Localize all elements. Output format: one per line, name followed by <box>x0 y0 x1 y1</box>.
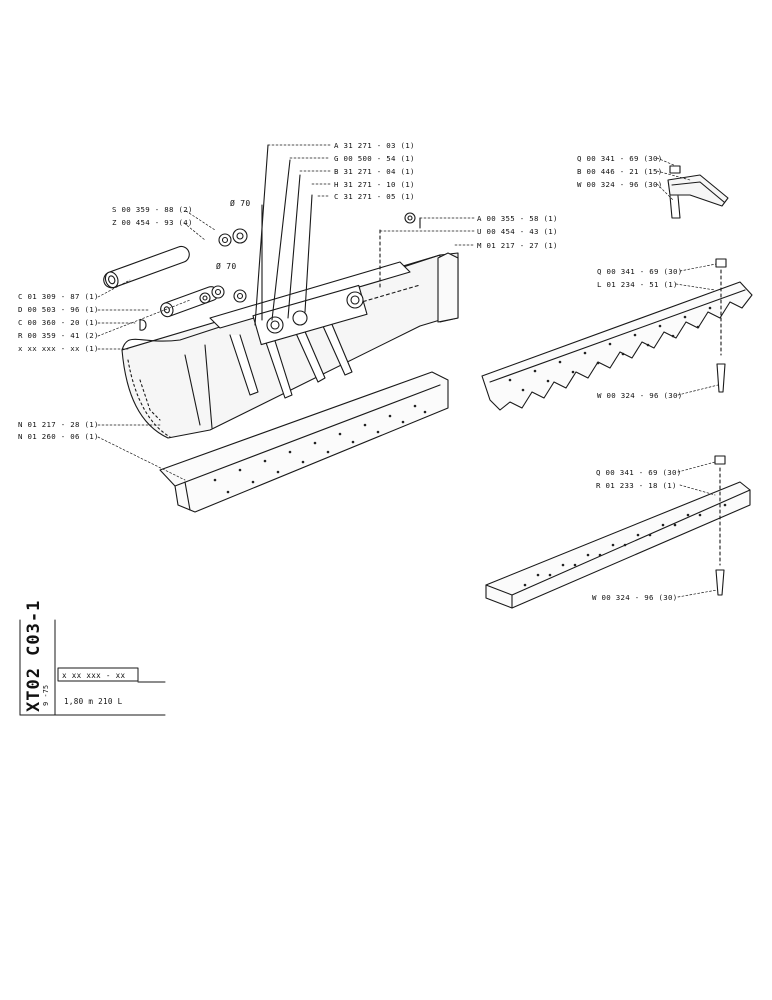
tooth-detail <box>656 157 729 219</box>
callout-label: x xx xxx - xx (1) <box>18 344 99 353</box>
pin-upper <box>103 245 190 289</box>
callout-label: N 01 217 - 28 (1) <box>18 420 99 429</box>
callout-label: U 00 454 - 43 (1) <box>477 227 558 236</box>
ripper-arm-1 <box>229 334 259 396</box>
blade-holes <box>213 404 427 494</box>
diameter-label: Ø 70 <box>230 199 251 208</box>
callout-label: H 31 271 - 10 (1) <box>334 180 415 189</box>
callout-label: R 00 359 - 41 (2) <box>18 331 99 340</box>
callout-label: Q 00 341 - 69 (30) <box>577 154 663 163</box>
callout-label: S 00 359 - 88 (2) <box>112 205 193 214</box>
callout-label: L 01 234 - 51 (1) <box>597 280 678 289</box>
callout-label: W 00 324 - 96 (30) <box>597 391 683 400</box>
drawing-code: XT02 C03-1 <box>24 599 44 712</box>
callout-label: B 31 271 - 04 (1) <box>334 167 415 176</box>
serrated-edge <box>481 258 753 411</box>
callout-label: Q 00 341 - 69 (30) <box>597 267 683 276</box>
bucket-assembly <box>103 144 459 513</box>
base-blade <box>159 371 449 513</box>
flat-edge <box>485 455 751 609</box>
callout-label: W 00 324 - 96 (30) <box>577 180 663 189</box>
callout-label: W 00 324 - 96 (30) <box>592 593 678 602</box>
callout-label: C 31 271 - 05 (1) <box>334 192 415 201</box>
callout-label: C 00 360 - 20 (1) <box>18 318 99 327</box>
drawing-date: 9 -75 <box>42 684 50 706</box>
leader-lines <box>97 144 476 481</box>
top-rail <box>209 261 411 329</box>
assembly-description: 1,80 m 210 L <box>64 697 123 706</box>
callout-label: N 01 260 - 06 (1) <box>18 432 99 441</box>
callout-label: G 00 500 - 54 (1) <box>334 154 415 163</box>
callout-label: Q 00 341 - 69 (30) <box>596 468 682 477</box>
pin-lower <box>160 286 219 318</box>
title-block-frame <box>19 619 166 716</box>
callout-label: R 01 233 - 18 (1) <box>596 481 677 490</box>
diameter-label: Ø 70 <box>216 262 237 271</box>
callout-label: C 01 309 - 87 (1) <box>18 292 99 301</box>
side-wear-plate <box>437 252 459 323</box>
ripper-arm-3 <box>289 319 326 383</box>
callout-label: B 00 446 - 21 (15) <box>577 167 663 176</box>
ripper-arm-4 <box>317 314 353 376</box>
ripper-arm-2 <box>259 324 293 399</box>
assembly-part-number: x xx xxx - xx <box>62 671 126 680</box>
callout-label: A 00 355 - 58 (1) <box>477 214 558 223</box>
callout-label: A 31 271 - 03 (1) <box>334 141 415 150</box>
callout-label: D 00 503 - 96 (1) <box>18 305 99 314</box>
callout-label: M 01 217 - 27 (1) <box>477 241 558 250</box>
callout-label: Z 00 454 - 93 (4) <box>112 218 193 227</box>
